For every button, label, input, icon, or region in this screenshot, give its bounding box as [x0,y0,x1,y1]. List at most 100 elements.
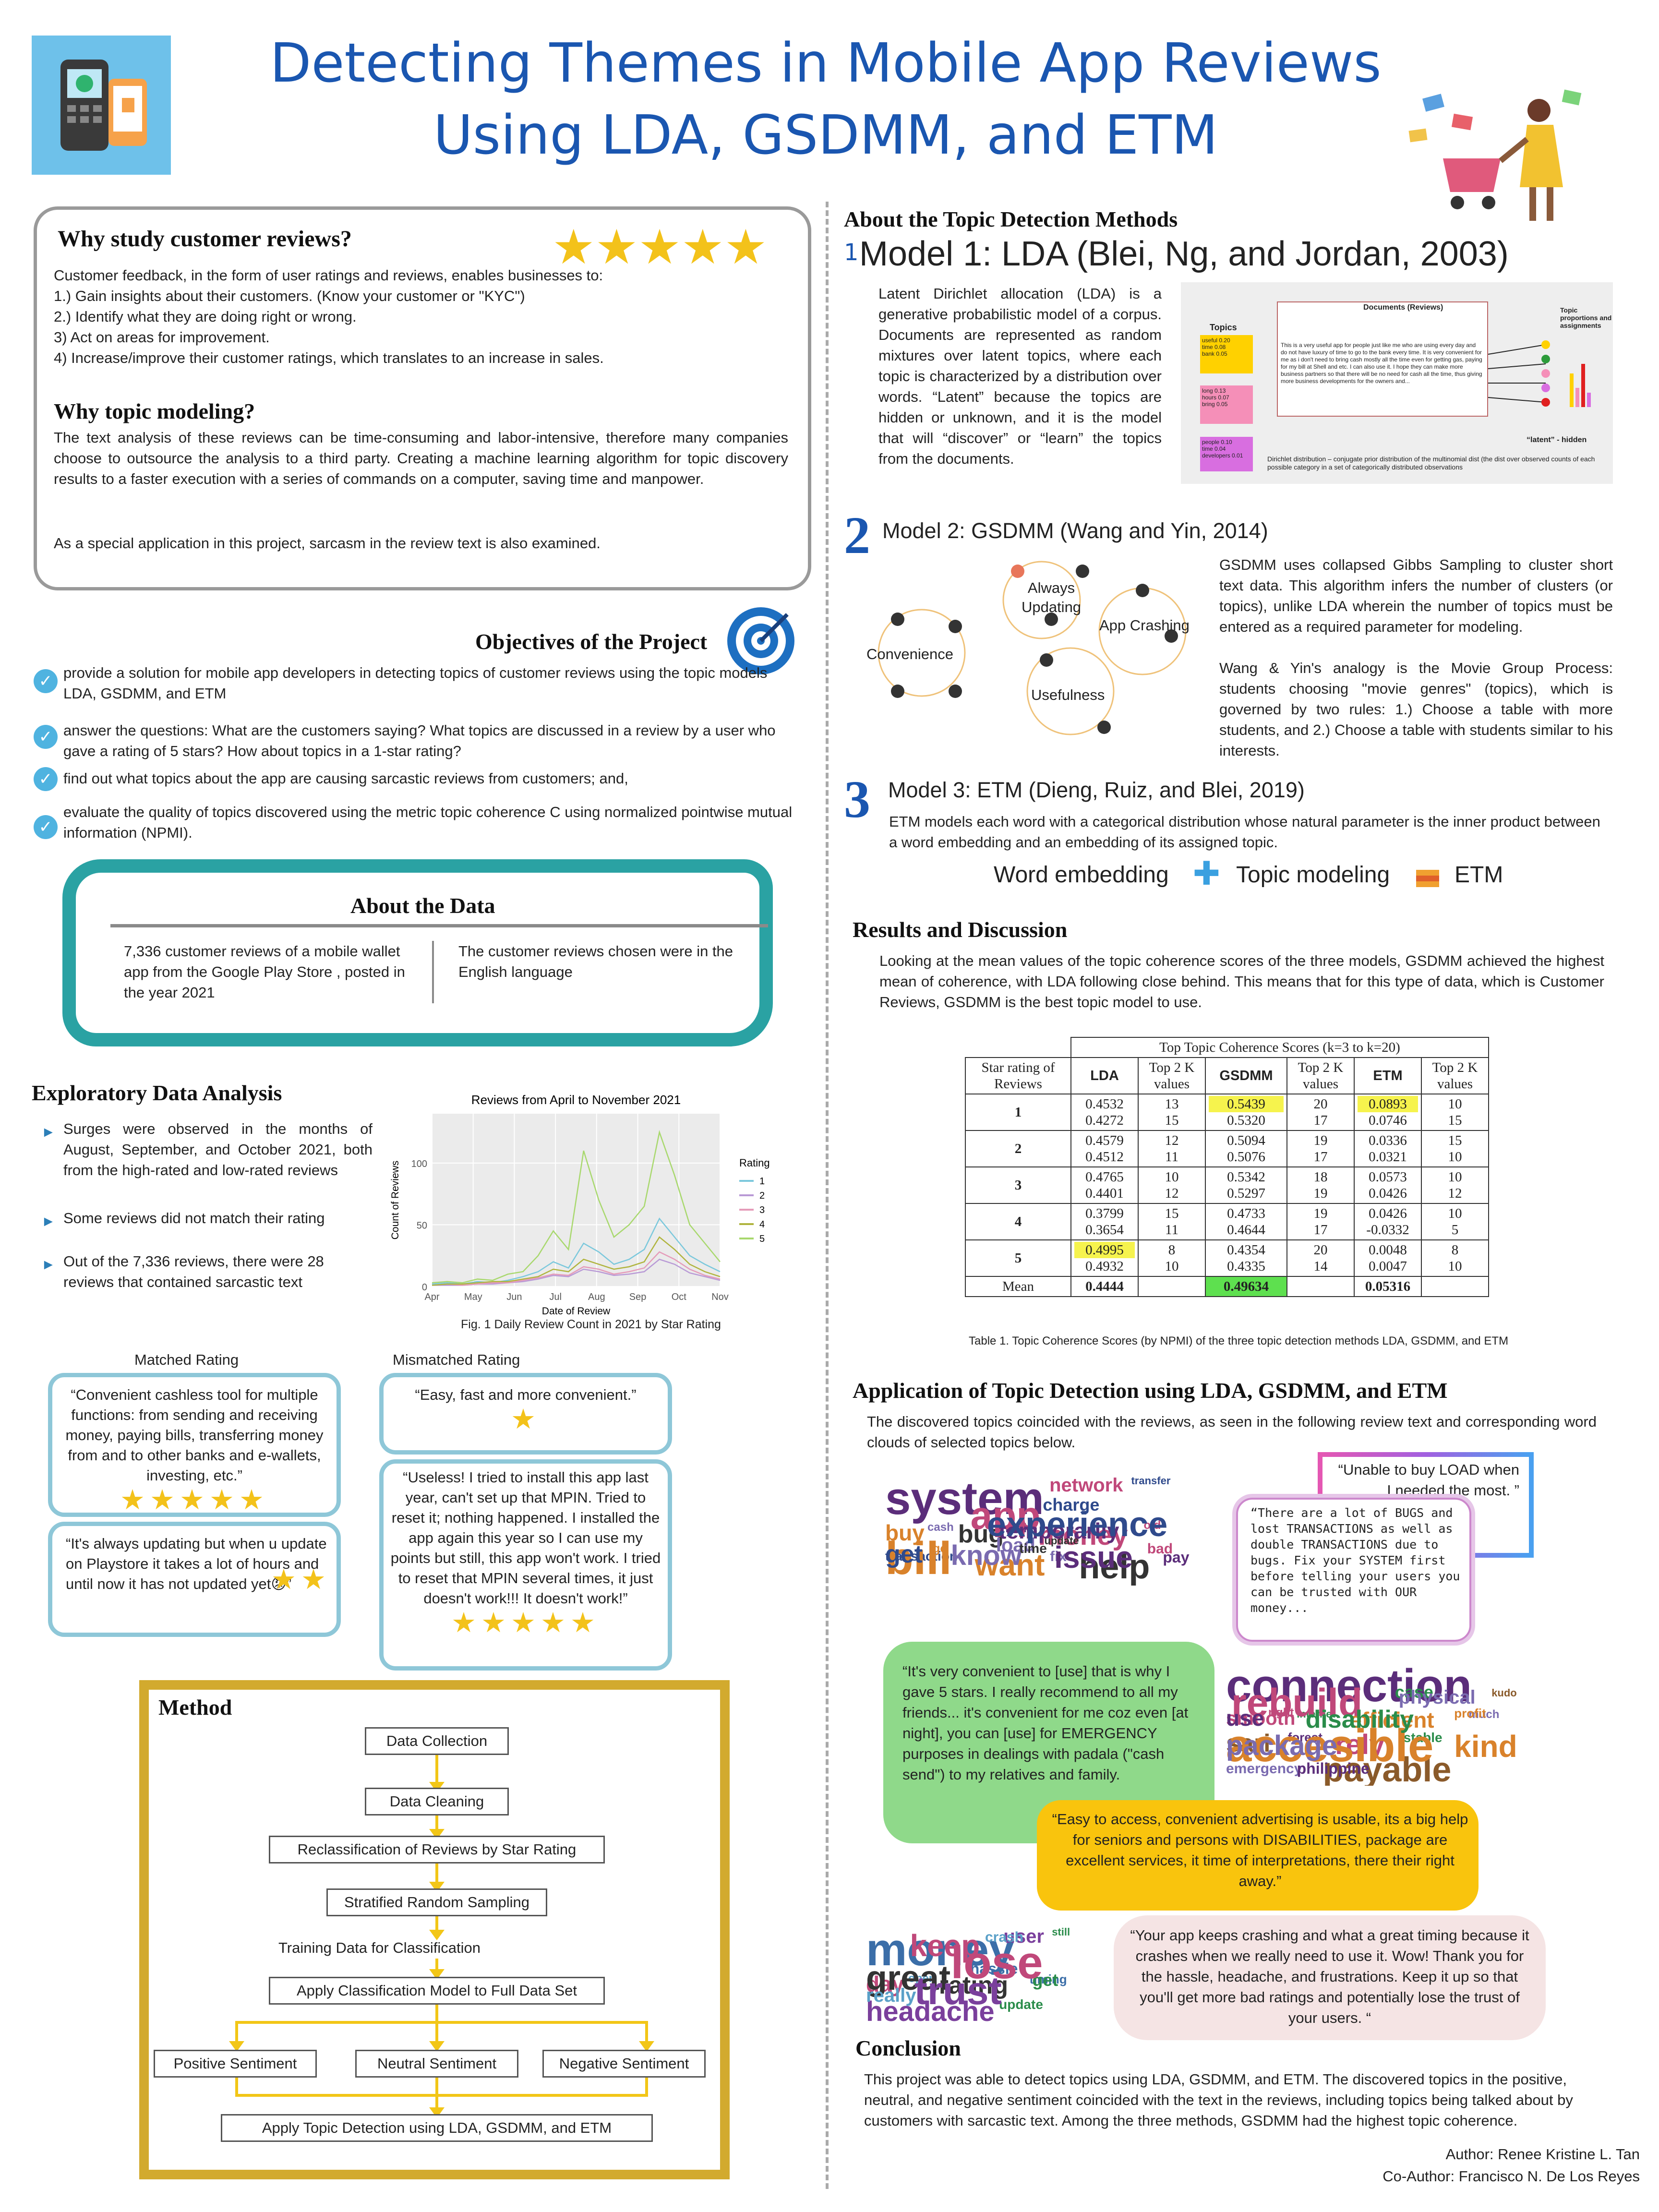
method-heading: Method [158,1695,232,1719]
why-box [34,206,811,590]
wordcloud-word: get [1032,1970,1058,1990]
wordcloud-word: money [866,1925,1015,1975]
lda-figure: Topics useful 0.20 time 0.08 bank 0.05 l… [1181,282,1613,484]
cell-value: 0.3654 [1085,1222,1124,1238]
plus-icon: ✚ [1193,855,1220,892]
topic-word: useful 0.20 [1202,337,1230,344]
cluster-usefulness: Usefulness [1031,686,1105,703]
topic-word: developers 0.01 [1202,452,1243,459]
wordcloud-word: get [885,1540,923,1568]
quote-convenient: “It's very convenient to [use] that is w… [902,1663,1189,1783]
chart-title: Reviews from April to November 2021 [471,1093,681,1107]
wordcloud-word: crash [985,1929,1024,1945]
y-axis-label: Count of Reviews [390,1161,401,1240]
wordcloud-word: time [1019,1541,1047,1556]
methods-heading: About the Topic Detection Methods [844,207,1178,231]
lda-doc-text: This is a very useful app for people jus… [1281,342,1482,385]
quote-bugs: “There are a lot of BUGS and lost TRANSA… [1250,1506,1460,1615]
header-lda: LDA [1070,1057,1139,1094]
wordcloud-word: money [1038,1520,1128,1551]
legend-title: Rating [739,1157,770,1169]
wordcloud-word: help [1079,1548,1150,1586]
mismatched-quote-2: “Useless! I tried to install this app la… [379,1459,672,1671]
eda-bullet: Some reviews did not match their rating [63,1210,325,1226]
model2-body2: Wang & Yin's analogy is the Movie Group … [1219,660,1613,759]
objective-item: evaluate the quality of topics discovere… [63,804,793,841]
star-rating-cell: 4 [965,1203,1071,1240]
step-data-cleaning: Data Cleaning [365,1788,509,1815]
flow-arrow [429,2041,445,2052]
cell-value: 0.4401 [1085,1186,1124,1201]
wordcloud-word: cash [927,1521,954,1534]
step-reclassification: Reclassification of Reviews by Star Rati… [269,1836,605,1863]
checkmark-icon: ✓ [34,767,58,791]
wordcloud-word: sari [1226,1730,1271,1757]
model3-body: ETM models each word with a categorical … [889,813,1600,851]
wordcloud-word: kudo [1491,1687,1517,1699]
table-cell: 0.0426-0.0332 [1354,1203,1422,1240]
cell-value: 10 [1448,1206,1462,1221]
wordcloud-word: internet [1297,1708,1335,1720]
cell-value: 10 [1448,1149,1462,1165]
mismatched-label: Mismatched Rating [393,1351,520,1368]
wordcloud-word: network [1049,1475,1123,1496]
about-data-left: 7,336 customer reviews of a mobile walle… [124,943,405,1001]
wordcloud-word: user [1003,1926,1044,1947]
wordcloud-word: transfer [1131,1475,1171,1487]
y-tick-label: 0 [422,1282,427,1293]
series-line-4 [432,1236,721,1286]
application-intro: The discovered topics coincided with the… [867,1413,1597,1451]
eda-heading: Exploratory Data Analysis [32,1081,282,1105]
step-apply-classification: Apply Classification Model to Full Data … [269,1977,605,2005]
cell-value: 10 [1448,1096,1462,1112]
wordcloud-word: headache [866,1996,995,2026]
branch-negative: Negative Sentiment [542,2050,706,2078]
topic-word: people 0.10 [1202,439,1232,445]
wordcloud-word: issue [1054,1540,1133,1575]
lda-links [1488,340,1591,407]
legend-entry: 1 [759,1176,765,1187]
header-top2: Top 2 K values [1286,1057,1355,1094]
cell-value: 15 [1448,1113,1462,1128]
wordcloud-word: keep [910,1928,980,1963]
matched-quote-1: “Convenient cashless tool for multiple f… [48,1373,341,1517]
step-sampling: Stratified Random Sampling [326,1888,547,1916]
wordcloud-word: app [970,1494,1041,1538]
why-topic-heading: Why topic modeling? [54,399,255,423]
topic-word: hours 0.07 [1202,394,1229,401]
flow-line [435,2005,438,2022]
cell-value: 0.0573 [1369,1169,1407,1185]
objective-item: find out what topics about the app are c… [63,770,628,787]
branch-positive: Positive Sentiment [154,2050,317,2078]
equals-icon [1416,870,1439,887]
rating-stars: ★★★★★ [120,1484,269,1515]
wordcloud-word: bill [885,1533,952,1584]
about-data-heading: About the Data [350,893,495,918]
topic-word: time 0.04 [1202,445,1226,452]
header-icon-pos [32,36,171,175]
wordcloud-word: kind [1454,1729,1517,1764]
lda-props-label: Topic proportions and assignments [1560,306,1612,329]
rating-stars: ★★★★★ [451,1607,600,1638]
cell-value: 0.3799 [1085,1206,1124,1221]
eda-bullet: Out of the 7,336 reviews, there were 28 … [63,1253,324,1290]
cell-value: 0.0321 [1369,1149,1407,1165]
cell-value: 10 [1165,1169,1179,1185]
author: Author: Renee Kristine L. Tan [1445,2146,1640,2163]
objective-item: provide a solution for mobile app develo… [63,664,768,702]
flow-line [435,1815,438,1832]
wordcloud-word: hassle [970,1960,1018,1977]
model2-title: Model 2: GSDMM (Wang and Yin, 2014) [882,518,1268,543]
arrow-bullet-icon: ► [41,1257,56,1273]
wordcloud-word: update [999,1997,1043,2012]
